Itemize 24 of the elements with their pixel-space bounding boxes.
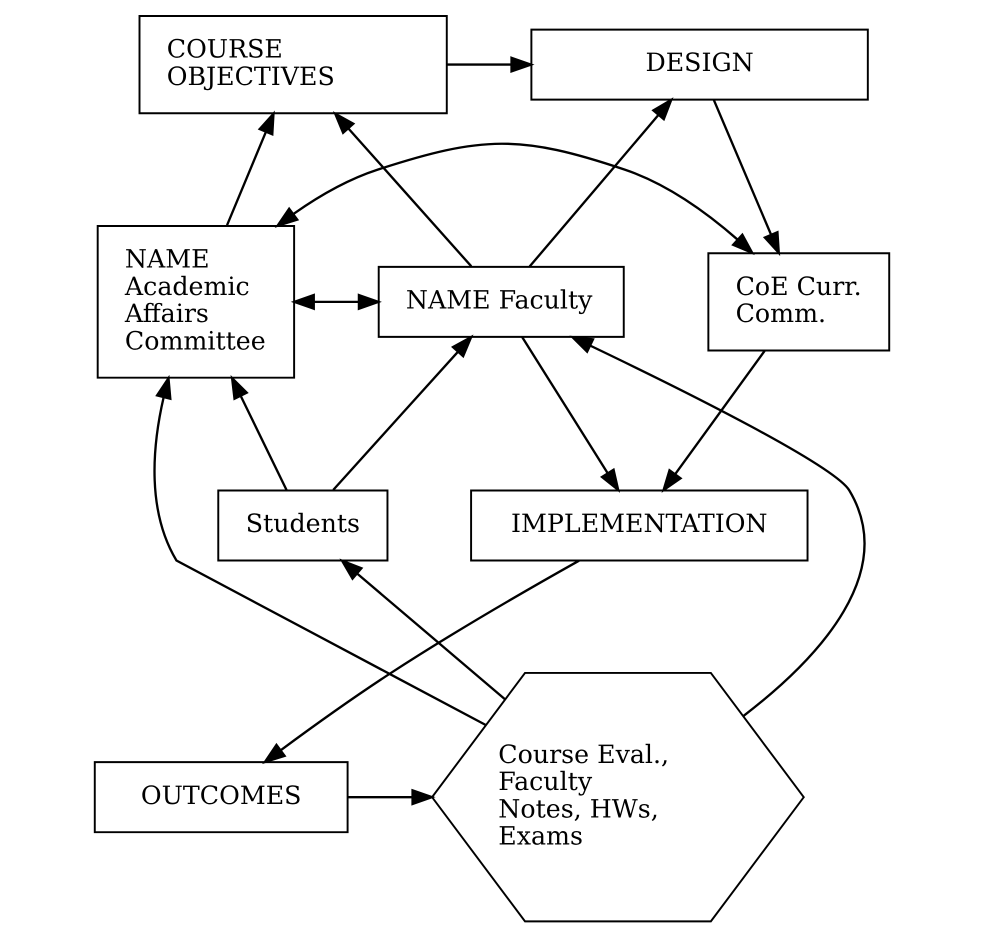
arrow bbox=[230, 375, 288, 491]
arrow bbox=[528, 97, 674, 268]
arrow bbox=[447, 56, 534, 74]
node-box: COURSE OBJECTIVES bbox=[138, 15, 448, 114]
arrow bbox=[290, 293, 382, 310]
arrow bbox=[262, 560, 580, 764]
arrow bbox=[712, 100, 780, 256]
node-box: CoE Curr. Comm. bbox=[707, 252, 890, 352]
arrow bbox=[569, 336, 866, 717]
arrow bbox=[332, 334, 474, 491]
arrow bbox=[339, 558, 506, 700]
node-box: IMPLEMENTATION bbox=[470, 490, 809, 562]
node-box: OUTCOMES bbox=[94, 761, 349, 834]
arrow bbox=[274, 142, 755, 256]
arrow bbox=[226, 110, 275, 226]
node-box: DESIGN bbox=[530, 28, 869, 101]
node-box: NAME Academic Affairs Committee bbox=[96, 225, 296, 379]
arrow bbox=[153, 374, 486, 726]
node-box: Students bbox=[217, 490, 388, 562]
arrow bbox=[348, 788, 436, 806]
arrow bbox=[521, 336, 620, 493]
arrow bbox=[662, 350, 766, 493]
arrow bbox=[332, 111, 472, 268]
node-box: NAME Faculty bbox=[378, 266, 625, 338]
